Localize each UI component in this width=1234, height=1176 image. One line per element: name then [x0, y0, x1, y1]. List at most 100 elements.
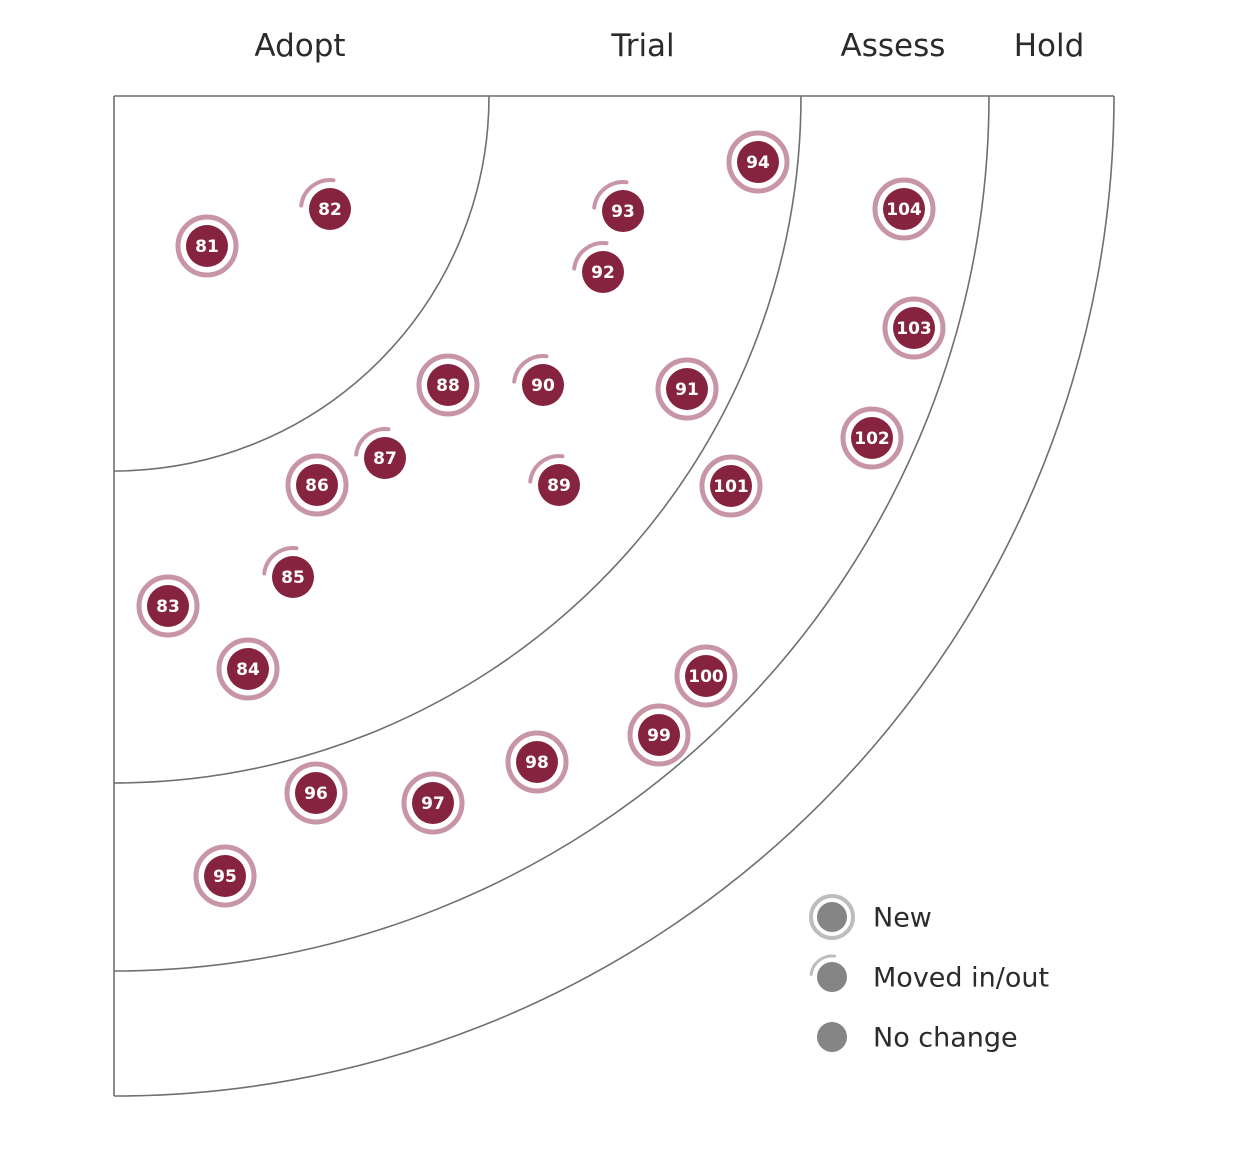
blip-dot [538, 464, 580, 506]
blip-number: 84 [236, 660, 260, 680]
blip-94[interactable]: 94 [726, 130, 790, 194]
blip-number: 99 [647, 726, 671, 746]
blip-dot [412, 782, 454, 824]
legend-item-new: New [809, 894, 932, 940]
blip-number: 94 [746, 153, 770, 173]
blip-86[interactable]: 86 [285, 453, 349, 517]
moved-arc [528, 454, 565, 484]
legend-item-none: No change [817, 1022, 1018, 1054]
blip-88[interactable]: 88 [416, 353, 480, 417]
blip-102[interactable]: 102 [840, 406, 904, 470]
blip-97[interactable]: 97 [401, 771, 465, 835]
blip-100[interactable]: 100 [674, 644, 738, 708]
blip-87[interactable]: 87 [354, 427, 406, 479]
blip-number: 104 [886, 200, 922, 220]
blip-dot [710, 465, 752, 507]
blip-dot [296, 464, 338, 506]
blip-99[interactable]: 99 [627, 703, 691, 767]
blip-dot [427, 364, 469, 406]
blip-89[interactable]: 89 [528, 454, 580, 506]
moved-arc [354, 427, 391, 457]
blip-dot [272, 556, 314, 598]
blip-101[interactable]: 101 [699, 454, 763, 518]
blip-92[interactable]: 92 [572, 241, 624, 293]
moved-arc [299, 178, 336, 208]
blip-dot [204, 855, 246, 897]
blip-dot [893, 307, 935, 349]
blip-81[interactable]: 81 [175, 214, 239, 278]
legend-label: New [873, 903, 932, 934]
blip-number: 83 [156, 597, 180, 617]
blip-number: 103 [896, 319, 932, 339]
blip-84[interactable]: 84 [216, 637, 280, 701]
blip-number: 95 [213, 867, 237, 887]
legend-item-moved: Moved in/out [809, 954, 1049, 994]
ring-label-hold: Hold [1014, 28, 1085, 64]
blip-number: 89 [547, 476, 571, 496]
blip-dot [685, 655, 727, 697]
blip-dot [851, 417, 893, 459]
legend-dot [817, 1022, 847, 1052]
blip-number: 101 [713, 477, 749, 497]
blip-number: 100 [688, 667, 724, 687]
legend-dot [817, 962, 847, 992]
ring-label-assess: Assess [841, 28, 946, 64]
ring-labels: Adopt Trial Assess Hold [254, 28, 1084, 64]
moved-arc [512, 354, 549, 384]
blip-dot [227, 648, 269, 690]
blip-96[interactable]: 96 [284, 761, 348, 825]
blip-82[interactable]: 82 [299, 178, 351, 230]
blip-number: 91 [675, 380, 699, 400]
blip-98[interactable]: 98 [505, 730, 569, 794]
blip-93[interactable]: 93 [592, 180, 644, 232]
blip-83[interactable]: 83 [136, 574, 200, 638]
ring-arc-adopt [113, 95, 490, 472]
blip-dot [737, 141, 779, 183]
ring-label-trial: Trial [610, 28, 674, 64]
ring-arc-hold [113, 95, 1115, 1097]
blip-number: 98 [525, 753, 549, 773]
blip-dot [666, 368, 708, 410]
blip-dot [522, 364, 564, 406]
moved-arc [592, 180, 629, 210]
legend-label: No change [873, 1023, 1018, 1054]
blip-number: 90 [531, 376, 555, 396]
ring-arc-assess [113, 95, 990, 972]
blip-number: 96 [304, 784, 328, 804]
legend-dot [817, 902, 847, 932]
blip-91[interactable]: 91 [655, 357, 719, 421]
blip-number: 88 [436, 376, 460, 396]
blip-dot [186, 225, 228, 267]
blip-dot [602, 190, 644, 232]
blip-number: 97 [421, 794, 445, 814]
blip-95[interactable]: 95 [193, 844, 257, 908]
blip-dot [147, 585, 189, 627]
blip-number: 93 [611, 202, 635, 222]
blip-number: 102 [854, 429, 890, 449]
blips: 81 82 83 84 85 86 87 88 89 90 91 92 93 94 95 96 97 98 99 10… [136, 130, 946, 908]
ring-label-adopt: Adopt [254, 28, 345, 64]
blip-85[interactable]: 85 [262, 546, 314, 598]
moved-arc [262, 546, 299, 576]
blip-number: 87 [373, 449, 397, 469]
blip-number: 81 [195, 237, 219, 257]
ring-arcs [113, 95, 1115, 1097]
blip-104[interactable]: 104 [872, 177, 936, 241]
blip-number: 85 [281, 568, 305, 588]
blip-number: 82 [318, 200, 342, 220]
blip-dot [638, 714, 680, 756]
blip-dot [516, 741, 558, 783]
blip-dot [582, 251, 624, 293]
legend-moved-icon [809, 954, 837, 976]
blip-103[interactable]: 103 [882, 296, 946, 360]
blip-number: 86 [305, 476, 329, 496]
blip-dot [364, 437, 406, 479]
blip-dot [295, 772, 337, 814]
blip-90[interactable]: 90 [512, 354, 564, 406]
moved-arc [572, 241, 609, 271]
blip-number: 92 [591, 263, 615, 283]
blip-dot [309, 188, 351, 230]
ring-arc-trial [113, 95, 802, 784]
